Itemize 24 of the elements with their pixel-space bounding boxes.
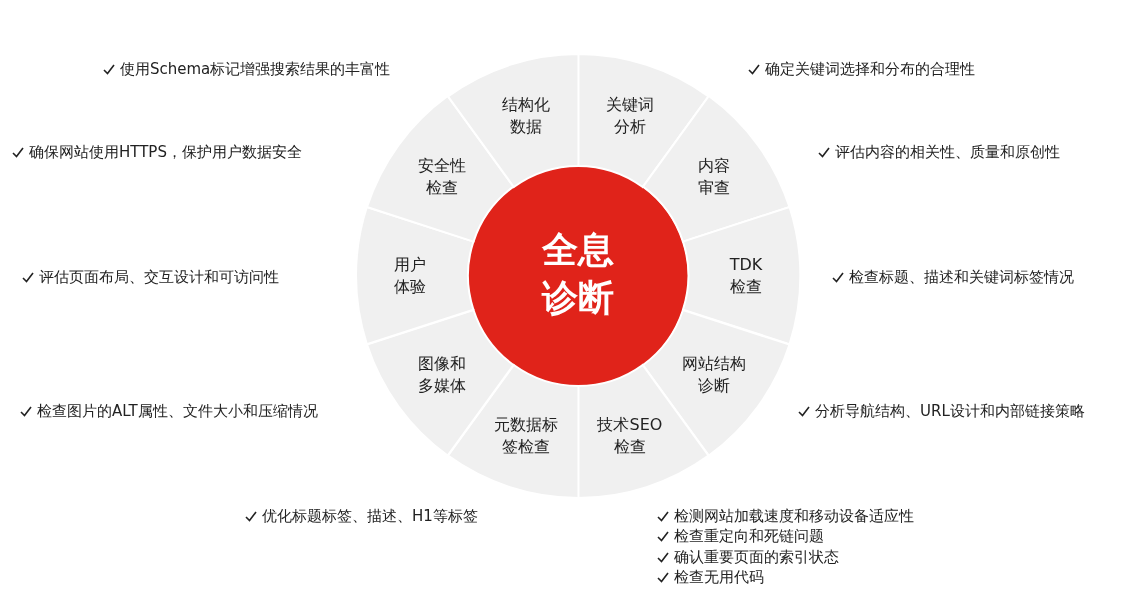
segment-label: TDK检查 [728, 254, 764, 298]
note-text: 检查无用代码 [674, 568, 764, 588]
note-text: 检查重定向和死链问题 [674, 527, 824, 547]
segment-label: 关键词分析 [604, 94, 655, 139]
note-text: 使用Schema标记增强搜索结果的丰富性 [120, 59, 391, 79]
segment-label: 元数据标签检查 [493, 413, 560, 458]
segment-label: 结构化数据 [501, 94, 552, 139]
segment-label: 内容审查 [696, 155, 731, 200]
segment-label: 技术SEO检查 [596, 413, 664, 458]
note-text: 检查图片的ALT属性、文件大小和压缩情况 [37, 401, 318, 421]
segment-label: 网站结构诊断 [680, 352, 747, 397]
note-text: 确定关键词选择和分布的合理性 [765, 59, 975, 79]
segment-label: 图像和多媒体 [417, 352, 468, 397]
center-title: 全息诊断 [540, 228, 615, 320]
note-text: 分析导航结构、URL设计和内部链接策略 [815, 401, 1085, 421]
note-text: 确保网站使用HTTPS，保护用户数据安全 [29, 142, 302, 162]
note-text: 优化标题标签、描述、H1等标签 [262, 506, 478, 526]
note-text: 检测网站加载速度和移动设备适应性 [674, 506, 914, 526]
note-text: 检查标题、描述和关键词标签情况 [849, 267, 1074, 287]
segment-label: 用户体验 [393, 254, 427, 298]
note-text: 评估页面布局、交互设计和可访问性 [39, 267, 279, 287]
note-text: 评估内容的相关性、质量和原创性 [835, 142, 1060, 162]
note-text: 确认重要页面的索引状态 [674, 547, 839, 567]
segment-label: 安全性检查 [417, 155, 468, 200]
